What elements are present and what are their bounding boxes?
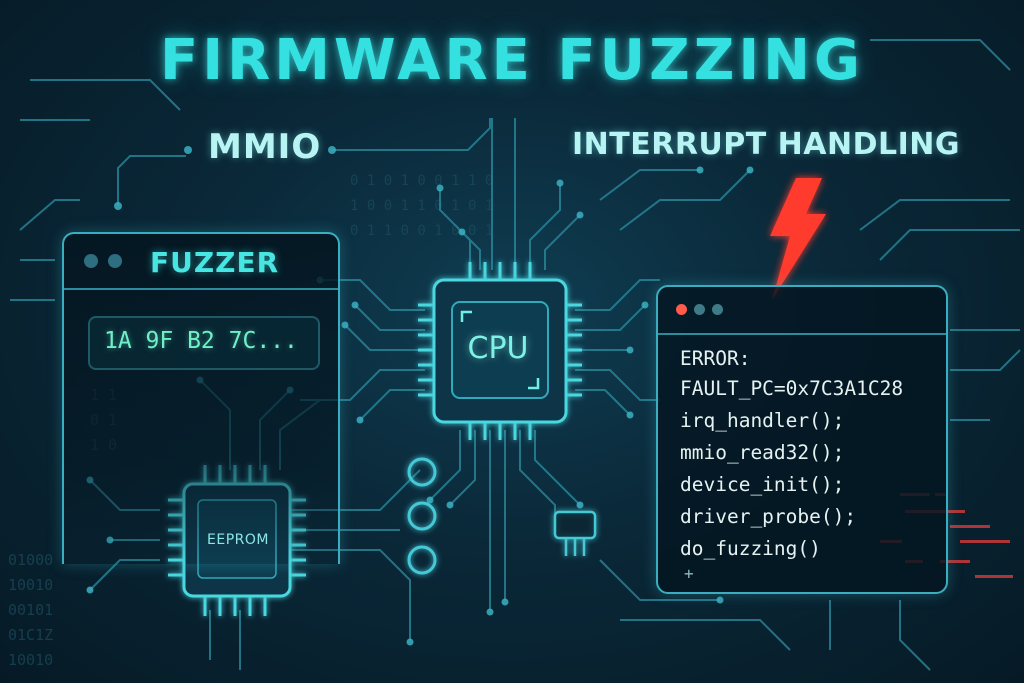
fuzz-input-box: 1A 9F B2 7C... (88, 316, 320, 370)
svg-text:01000: 01000 (8, 551, 53, 569)
svg-text:00101: 00101 (8, 601, 53, 619)
stack-frame: driver_probe(); (680, 505, 857, 528)
circuit-pads (407, 457, 437, 575)
lightning-icon (770, 178, 826, 300)
window-close-dot-icon (676, 304, 687, 315)
page-title: FIRMWARE FUZZING (159, 28, 864, 93)
eeprom-label: EEPROM (207, 532, 269, 548)
window-dot-icon (84, 254, 98, 268)
interrupt-handling-label: INTERRUPT HANDLING (572, 127, 961, 162)
fuzz-input-bytes: 1A 9F B2 7C... (104, 328, 298, 354)
cpu-pins (418, 262, 582, 440)
stack-frame: irq_handler(); (680, 409, 845, 432)
window-dot-icon (108, 254, 122, 268)
cpu-label: CPU (467, 331, 529, 366)
stack-frame: mmio_read32(); (680, 441, 845, 464)
svg-text:10010: 10010 (8, 651, 53, 669)
stack-frame: device_init(); (680, 473, 845, 496)
binary-digits-top: 0 1 0 1 0 0 1 1 0 1 0 0 1 1 0 1 0 1 0 1 … (350, 173, 493, 239)
fuzzer-window-title: FUZZER (150, 246, 280, 279)
svg-text:10010: 10010 (8, 576, 53, 594)
svg-text:1 0 0 1 1 0 1 0 1: 1 0 0 1 1 0 1 0 1 (350, 198, 493, 214)
svg-text:0 1 1 0 0 1 0 0 1: 0 1 1 0 0 1 0 0 1 (350, 223, 493, 239)
fault-pc-line: FAULT_PC=0x7C3A1C28 (680, 377, 904, 400)
console-cursor: + (684, 564, 694, 583)
error-console-window: ERROR: FAULT_PC=0x7C3A1C28 irq_handler()… (656, 285, 948, 594)
mmio-label: MMIO (208, 127, 322, 167)
cpu-core-corners (460, 310, 540, 390)
fuzzer-window: FUZZER 1A 9F B2 7C... (62, 232, 340, 564)
small-component (553, 510, 597, 556)
error-window-titlebar (658, 287, 946, 335)
stack-frame: do_fuzzing() (680, 537, 821, 560)
cpu-chip-core (451, 301, 549, 399)
error-line: ERROR: (680, 347, 751, 370)
window-dot-icon (712, 304, 723, 315)
window-dot-icon (694, 304, 705, 315)
svg-text:01C1Z: 01C1Z (8, 626, 53, 644)
svg-text:0 1 0 1 0 0 1 1 0: 0 1 0 1 0 0 1 1 0 (350, 173, 493, 189)
fuzzer-window-titlebar: FUZZER (64, 234, 338, 290)
